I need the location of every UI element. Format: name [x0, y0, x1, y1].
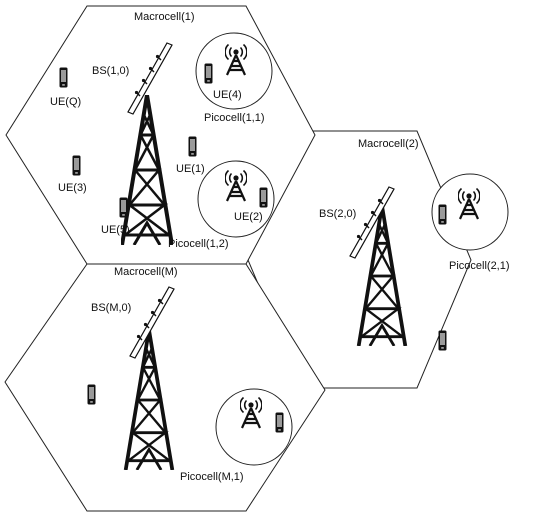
macrocell-m-label: Macrocell(M)	[114, 266, 178, 278]
mobile-phone-icon	[438, 204, 447, 225]
ue-1-label: UE(1)	[176, 163, 205, 175]
ue-4-label: UE(4)	[213, 89, 242, 101]
picocell-1-1-label: Picocell(1,1)	[204, 112, 265, 124]
ue-2-label: UE(2)	[234, 211, 263, 223]
picocell-1-2-label: Picocell(1,2)	[168, 238, 229, 250]
antenna-panel-icon	[127, 42, 173, 115]
picocell-m-1-label: Picocell(M,1)	[180, 471, 244, 483]
mobile-phone-icon	[259, 187, 268, 208]
ue-5-label: UE(5)	[101, 224, 130, 236]
bs-2-0-label: BS(2,0)	[319, 208, 356, 220]
mobile-phone-icon	[204, 63, 213, 84]
mobile-phone-icon	[87, 384, 96, 405]
picocell-1-2-circle	[197, 160, 275, 238]
mobile-phone-icon	[119, 197, 128, 218]
macrocell-2-label: Macrocell(2)	[358, 138, 419, 150]
picocell-m-1-circle	[215, 388, 293, 466]
antenna-panel-icon	[129, 286, 175, 359]
ue-3-label: UE(3)	[58, 182, 87, 194]
macrocell-1-label: Macrocell(1)	[134, 11, 195, 23]
mobile-phone-icon	[59, 67, 68, 88]
bs-m-0-label: BS(M,0)	[91, 302, 131, 314]
ue-q-label: UE(Q)	[50, 96, 81, 108]
mobile-phone-icon	[72, 155, 81, 176]
picocell-2-1-label: Picocell(2,1)	[449, 260, 510, 272]
mobile-phone-icon	[275, 412, 284, 433]
mobile-phone-icon	[438, 330, 447, 351]
bs-1-0-label: BS(1,0)	[92, 65, 129, 77]
picocell-2-1-circle	[431, 173, 509, 251]
antenna-panel-icon	[349, 186, 395, 259]
mobile-phone-icon	[188, 136, 197, 157]
